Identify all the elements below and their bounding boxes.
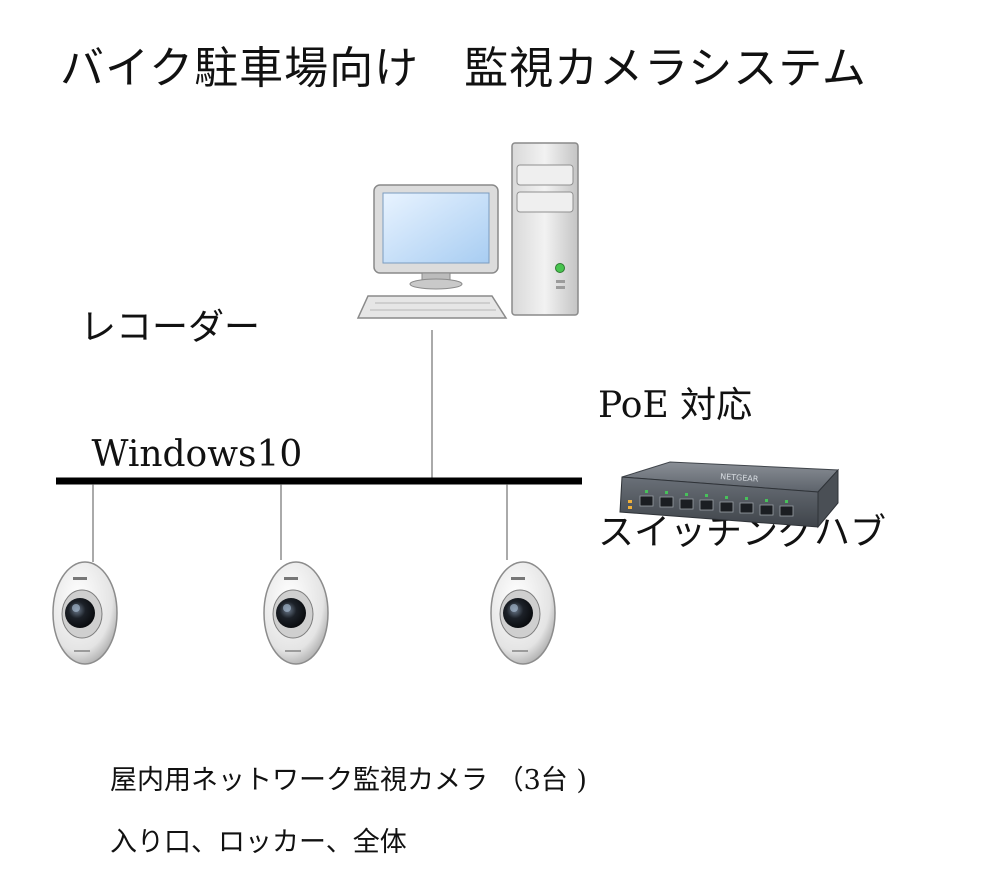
recorder-label-line1: レコーダー: [80, 306, 261, 348]
dome-camera-icon: [52, 561, 118, 665]
dome-camera-icon: [263, 561, 329, 665]
camera-3: [490, 561, 556, 665]
network-switch-icon: NETGEAR: [619, 461, 840, 529]
network-links: [56, 330, 582, 562]
switch-label-line1: PoE 対応: [598, 384, 753, 426]
desktop-pc-icon: [356, 142, 579, 319]
diagram-title: バイク駐車場向け 監視カメラシステム: [60, 43, 867, 94]
recorder-label-line2: Windows10: [80, 434, 303, 476]
switch-label: PoE 対応 スイッチングハブ: [598, 300, 886, 597]
camera-2: [263, 561, 329, 665]
camera-1: [52, 561, 118, 665]
dome-camera-icon: [490, 561, 556, 665]
camera-description: 屋内用ネットワーク監視カメラ （3台 ): [110, 765, 587, 796]
switch-brand-text: NETGEAR: [720, 472, 759, 484]
recorder-label: レコーダー Windows10: [80, 222, 302, 519]
camera-locations: 入り口、ロッカー、全体: [110, 827, 407, 858]
